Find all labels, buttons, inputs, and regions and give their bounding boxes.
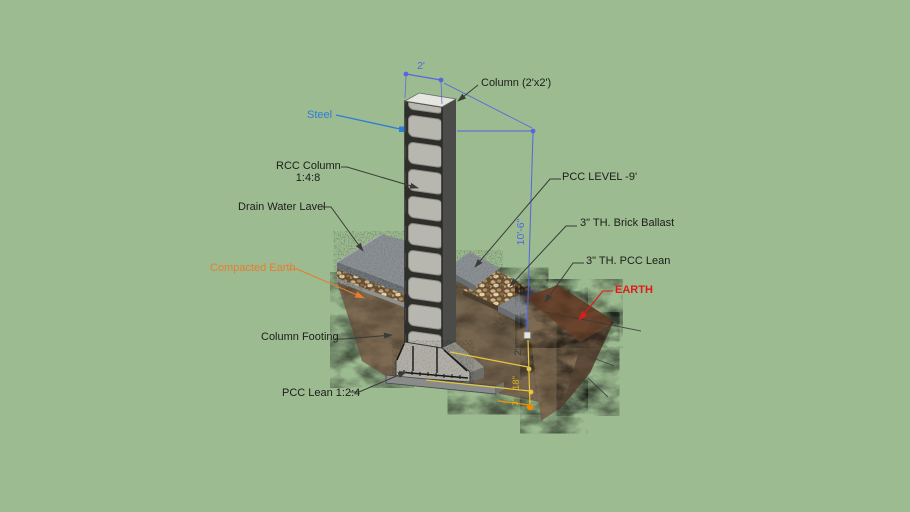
drain-slab-top — [337, 234, 407, 288]
left-pcc-lean-layer — [337, 278, 407, 308]
steel-leader — [335, 114, 405, 132]
right-slab-top — [446, 252, 500, 286]
leader-compacted-earth — [289, 268, 366, 299]
leader-column-label — [457, 84, 479, 102]
brick-ballast-label: 3" TH. Brick Ballast — [580, 217, 675, 229]
earth-block-front-face — [526, 298, 582, 421]
column-front-face — [404, 100, 443, 353]
yellow-dimensions: 2' 18" 3" — [425, 331, 534, 411]
earth-label: EARTH — [615, 284, 653, 296]
rcc-column-line2: 1:4:8 — [295, 172, 321, 184]
right-pcc-lean-edge — [497, 305, 532, 329]
leader-drain-water — [323, 206, 364, 252]
lean-thickness-dim: 3" — [510, 398, 520, 406]
left-slab-edge — [337, 262, 407, 295]
footing-right-face — [470, 367, 484, 382]
footing-rebar — [396, 343, 469, 379]
anchor-node-orange — [526, 403, 534, 411]
left-brick-ballast-layer — [337, 269, 407, 304]
leader-brick-ballast — [509, 225, 577, 287]
leader-extension-lines — [544, 311, 642, 398]
footing-front-face — [395, 341, 471, 383]
dim-node-2 — [528, 389, 534, 395]
left-earth-cut-face — [337, 282, 407, 378]
leader-column-footing — [335, 332, 393, 340]
footing-depth-dim: 2' — [513, 348, 524, 355]
column-height-dim: 10'-6" — [515, 218, 527, 245]
right-ballast-edge — [463, 290, 498, 311]
dim-node-1 — [526, 366, 532, 372]
leader-lines — [323, 84, 584, 393]
rcc-column-line1: RCC Column — [276, 160, 341, 172]
leader-pcc-level — [474, 178, 561, 268]
footing-haunch-top — [442, 342, 484, 373]
pcc-lean3-label: 3" TH. PCC Lean — [586, 255, 671, 267]
column-side-face — [442, 99, 456, 352]
leader-earth — [578, 290, 613, 321]
earth-block-right-face — [562, 321, 614, 407]
vertex-cube-marker — [523, 331, 531, 339]
blue-dimensions: 2' 10'-6" — [403, 60, 536, 334]
column-footing-label: Column Footing — [261, 331, 339, 343]
steel-arrow-marker — [399, 126, 405, 132]
pcc-lean124-label: PCC Lean 1:2:4 — [282, 387, 361, 399]
pcc-level-label: PCC LEVEL -9' — [562, 171, 638, 183]
rcc-column-label: RCC Column 1:4:8 — [276, 160, 341, 184]
column-label: Column (2'x2') — [481, 77, 552, 89]
leader-pcc-lean124 — [350, 371, 407, 393]
column-top-face — [403, 92, 458, 108]
steel-label: Steel — [307, 109, 333, 121]
compacted-earth-label: Compacted Earth — [210, 262, 296, 274]
column-width-dim: 2' — [417, 60, 425, 72]
leader-pcc-lean3 — [544, 262, 584, 303]
leader-rcc-column — [341, 166, 419, 189]
drain-water-label: Drain Water Lavel — [238, 201, 326, 213]
footing-thickness-dim: 18" — [511, 376, 522, 390]
